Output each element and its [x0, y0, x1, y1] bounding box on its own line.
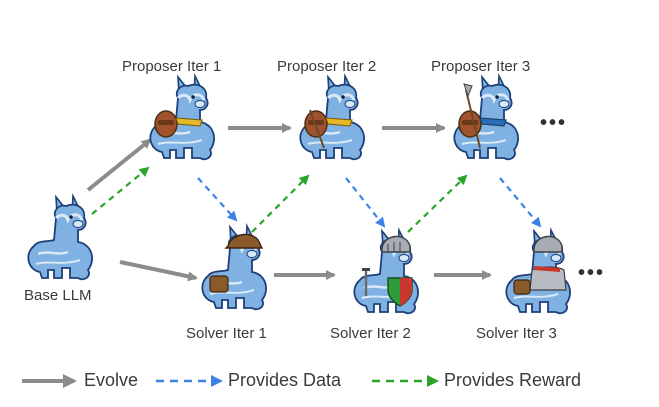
evolve-arrow-base-to-proposer-1	[86, 138, 152, 192]
proposer-2-llama-explorer-icon	[298, 74, 366, 161]
solver-1-llama-warrior-icon	[200, 224, 268, 311]
reward-arrow-base-to-proposer-1	[91, 166, 150, 215]
proposer-1-label: Proposer Iter 1	[122, 58, 222, 75]
solver-3-label: Solver Iter 3	[476, 325, 557, 342]
proposer-3-label: Proposer Iter 3	[431, 58, 531, 75]
proposer-1-llama-explorer-icon	[148, 74, 216, 161]
reward-arrow-solver-2-to-proposer-3	[407, 174, 468, 233]
data-arrow-proposer-3-to-solver-3	[499, 177, 542, 228]
base-llm-llama-icon	[26, 194, 94, 281]
solver-2-llama-warrior-icon	[352, 228, 420, 315]
solver-1-label: Solver Iter 1	[186, 325, 267, 342]
data-arrow-proposer-1-to-solver-1	[197, 177, 238, 222]
proposer-2-label: Proposer Iter 2	[277, 58, 377, 75]
legend-evolve-label: Evolve	[84, 370, 139, 390]
data-arrow-proposer-2-to-solver-2	[345, 177, 386, 228]
evolve-arrow-base-to-solver-1	[119, 260, 198, 282]
legend-reward-label: Provides Reward	[444, 370, 582, 390]
solver-continuation-dots: •••	[578, 262, 606, 284]
solver-2-label: Solver Iter 2	[330, 325, 411, 342]
base-llm-label: Base LLM	[24, 287, 92, 304]
proposer-continuation-dots: •••	[540, 112, 568, 134]
proposer-3-llama-explorer-icon	[452, 74, 520, 161]
solver-3-llama-warrior-icon	[504, 228, 572, 315]
reward-arrow-solver-1-to-proposer-2	[251, 174, 310, 233]
legend-data-label: Provides Data	[228, 370, 342, 390]
